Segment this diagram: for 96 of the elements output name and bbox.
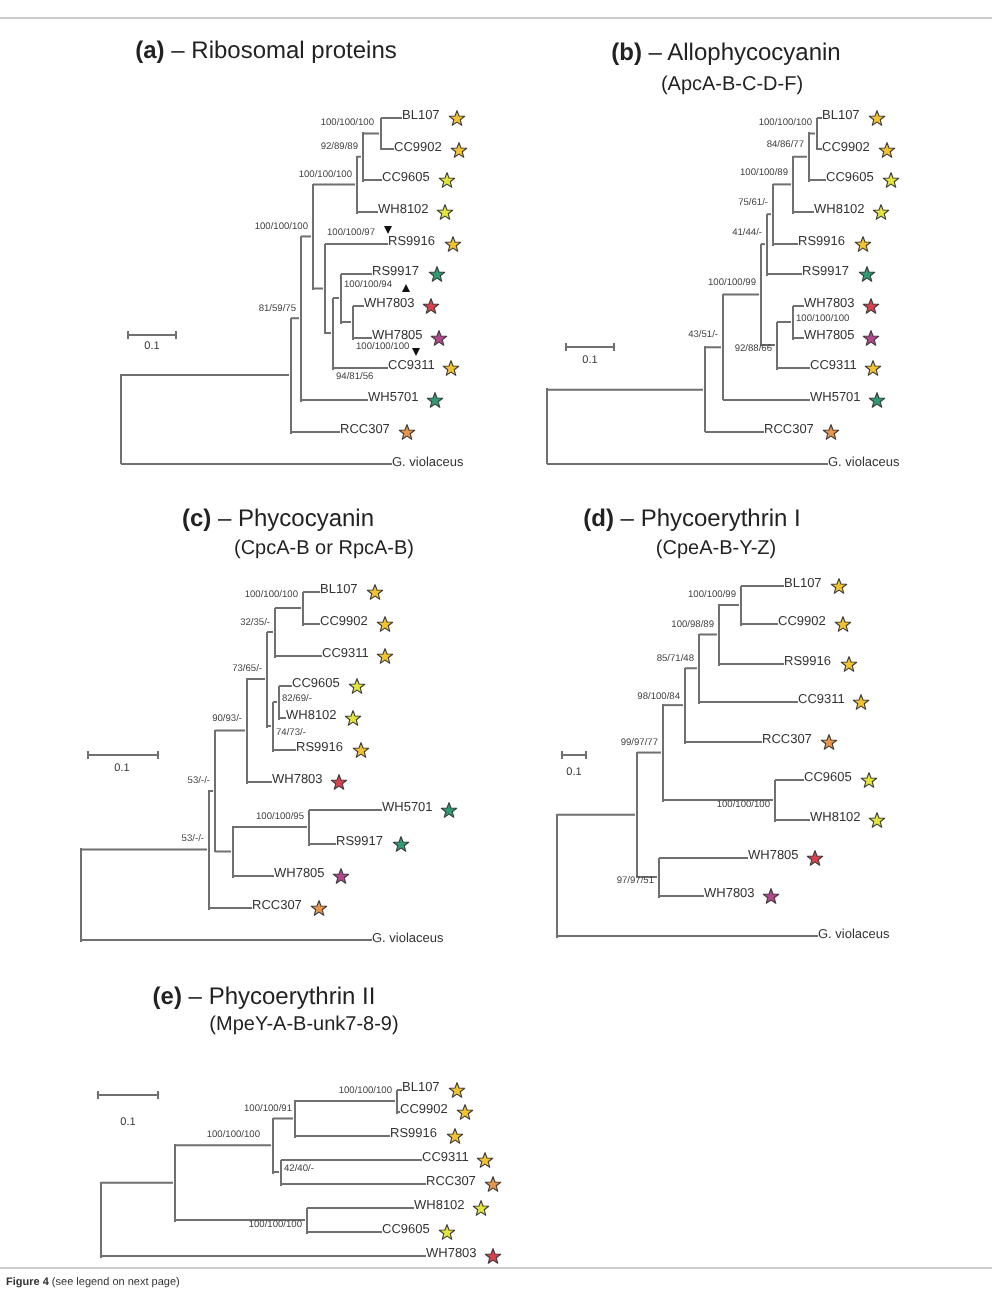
branch-line: [740, 623, 779, 625]
branch-line: [312, 183, 356, 186]
branch-line: [280, 1183, 427, 1185]
panel-subtitle: (ApcA-B-C-D-F): [660, 76, 804, 96]
branch-line: [214, 729, 246, 732]
branch-line: [662, 704, 684, 707]
branch-line: [352, 337, 373, 339]
branch-line: [362, 132, 380, 135]
branch-line: [718, 663, 785, 665]
branch-line: [308, 809, 383, 811]
branch-line: [312, 287, 324, 290]
branch-line: [772, 243, 799, 245]
branch-line: [100, 1255, 427, 1257]
branch-line: [120, 463, 393, 465]
branch-line: [356, 155, 362, 158]
branch-line: [722, 293, 760, 296]
branch-line: [340, 273, 373, 275]
branch-line: [290, 431, 341, 433]
branch-line: [272, 749, 297, 751]
branch-line: [100, 1181, 174, 1184]
panel-title: (e) – Phycoerythrin II: [152, 984, 376, 1008]
branch-line: [662, 799, 774, 801]
branch-line: [306, 1231, 383, 1233]
panel-title: (b) – Allophycocyanin: [611, 40, 841, 64]
branch-line: [120, 374, 290, 377]
branch-line: [760, 243, 766, 246]
branch-line: [792, 337, 805, 339]
branch-line: [232, 826, 308, 828]
branch-line: [816, 117, 823, 119]
branch-line: [556, 813, 636, 816]
branch-line: [302, 591, 321, 593]
branch-line: [174, 1219, 306, 1221]
branch-line: [300, 399, 369, 401]
branch-line: [722, 399, 811, 401]
panel-subtitle: (CpeA-B-Y-Z): [655, 540, 777, 560]
branch-line: [792, 305, 805, 307]
branch-line: [658, 857, 749, 859]
branch-line: [776, 367, 811, 369]
branch-line: [808, 179, 827, 181]
branch-line: [380, 148, 395, 150]
panel-title: (c) – Phycocyanin: [181, 506, 375, 530]
branch-line: [546, 388, 704, 391]
branch-line: [80, 848, 208, 851]
branch-line: [266, 631, 274, 633]
branch-line: [698, 633, 718, 636]
branch-line: [546, 463, 829, 465]
branch-line: [272, 1117, 294, 1120]
branch-line: [208, 907, 253, 909]
branch-line: [246, 781, 273, 783]
branch-line: [352, 305, 365, 307]
branch-line: [776, 321, 792, 323]
branch-line: [698, 701, 799, 703]
branch-line: [684, 741, 763, 743]
branch-line: [792, 155, 808, 158]
branch-line: [278, 685, 293, 687]
branch-line: [332, 297, 340, 299]
branch-line: [636, 751, 662, 754]
branch-line: [774, 779, 805, 781]
branch-line: [658, 895, 705, 897]
branch-line: [246, 678, 266, 680]
panel-subtitle: (CpcA-B or RpcA-B): [234, 540, 414, 560]
panel-title: (d) – Phycoerythrin I: [583, 506, 801, 530]
branch-line: [766, 273, 803, 275]
branch-line: [340, 321, 352, 323]
branch-line: [294, 1135, 391, 1137]
branch-line: [80, 939, 373, 941]
branch-line: [704, 346, 722, 349]
branch-line: [306, 1207, 415, 1209]
branch-line: [332, 367, 389, 369]
branch-line: [174, 1144, 272, 1147]
branch-line: [294, 1100, 396, 1102]
branch-line: [772, 183, 792, 186]
branch-line: [290, 317, 300, 320]
branch-line: [324, 243, 389, 245]
branch-line: [704, 431, 765, 433]
branch-line: [556, 935, 819, 937]
branch-line: [302, 623, 321, 625]
branch-line: [308, 843, 337, 845]
branch-line: [300, 235, 312, 238]
branch-line: [232, 875, 275, 877]
branch-line: [280, 1159, 423, 1161]
branch-line: [356, 211, 379, 213]
branch-line: [740, 585, 785, 587]
branch-line: [274, 655, 323, 657]
branch-line: [396, 1089, 403, 1091]
branch-line: [766, 213, 772, 216]
branch-line: [380, 117, 403, 119]
branch-line: [214, 850, 232, 853]
branch-line: [718, 604, 740, 606]
panel-subtitle: (MpeY-A-B-unk7-8-9): [209, 1016, 399, 1036]
branch-line: [792, 211, 815, 213]
branch-line: [684, 667, 698, 670]
panel-title: (a) – Ribosomal proteins: [135, 38, 397, 62]
branch-line: [774, 819, 811, 821]
branch-line: [362, 179, 383, 181]
branch-line: [274, 607, 302, 609]
